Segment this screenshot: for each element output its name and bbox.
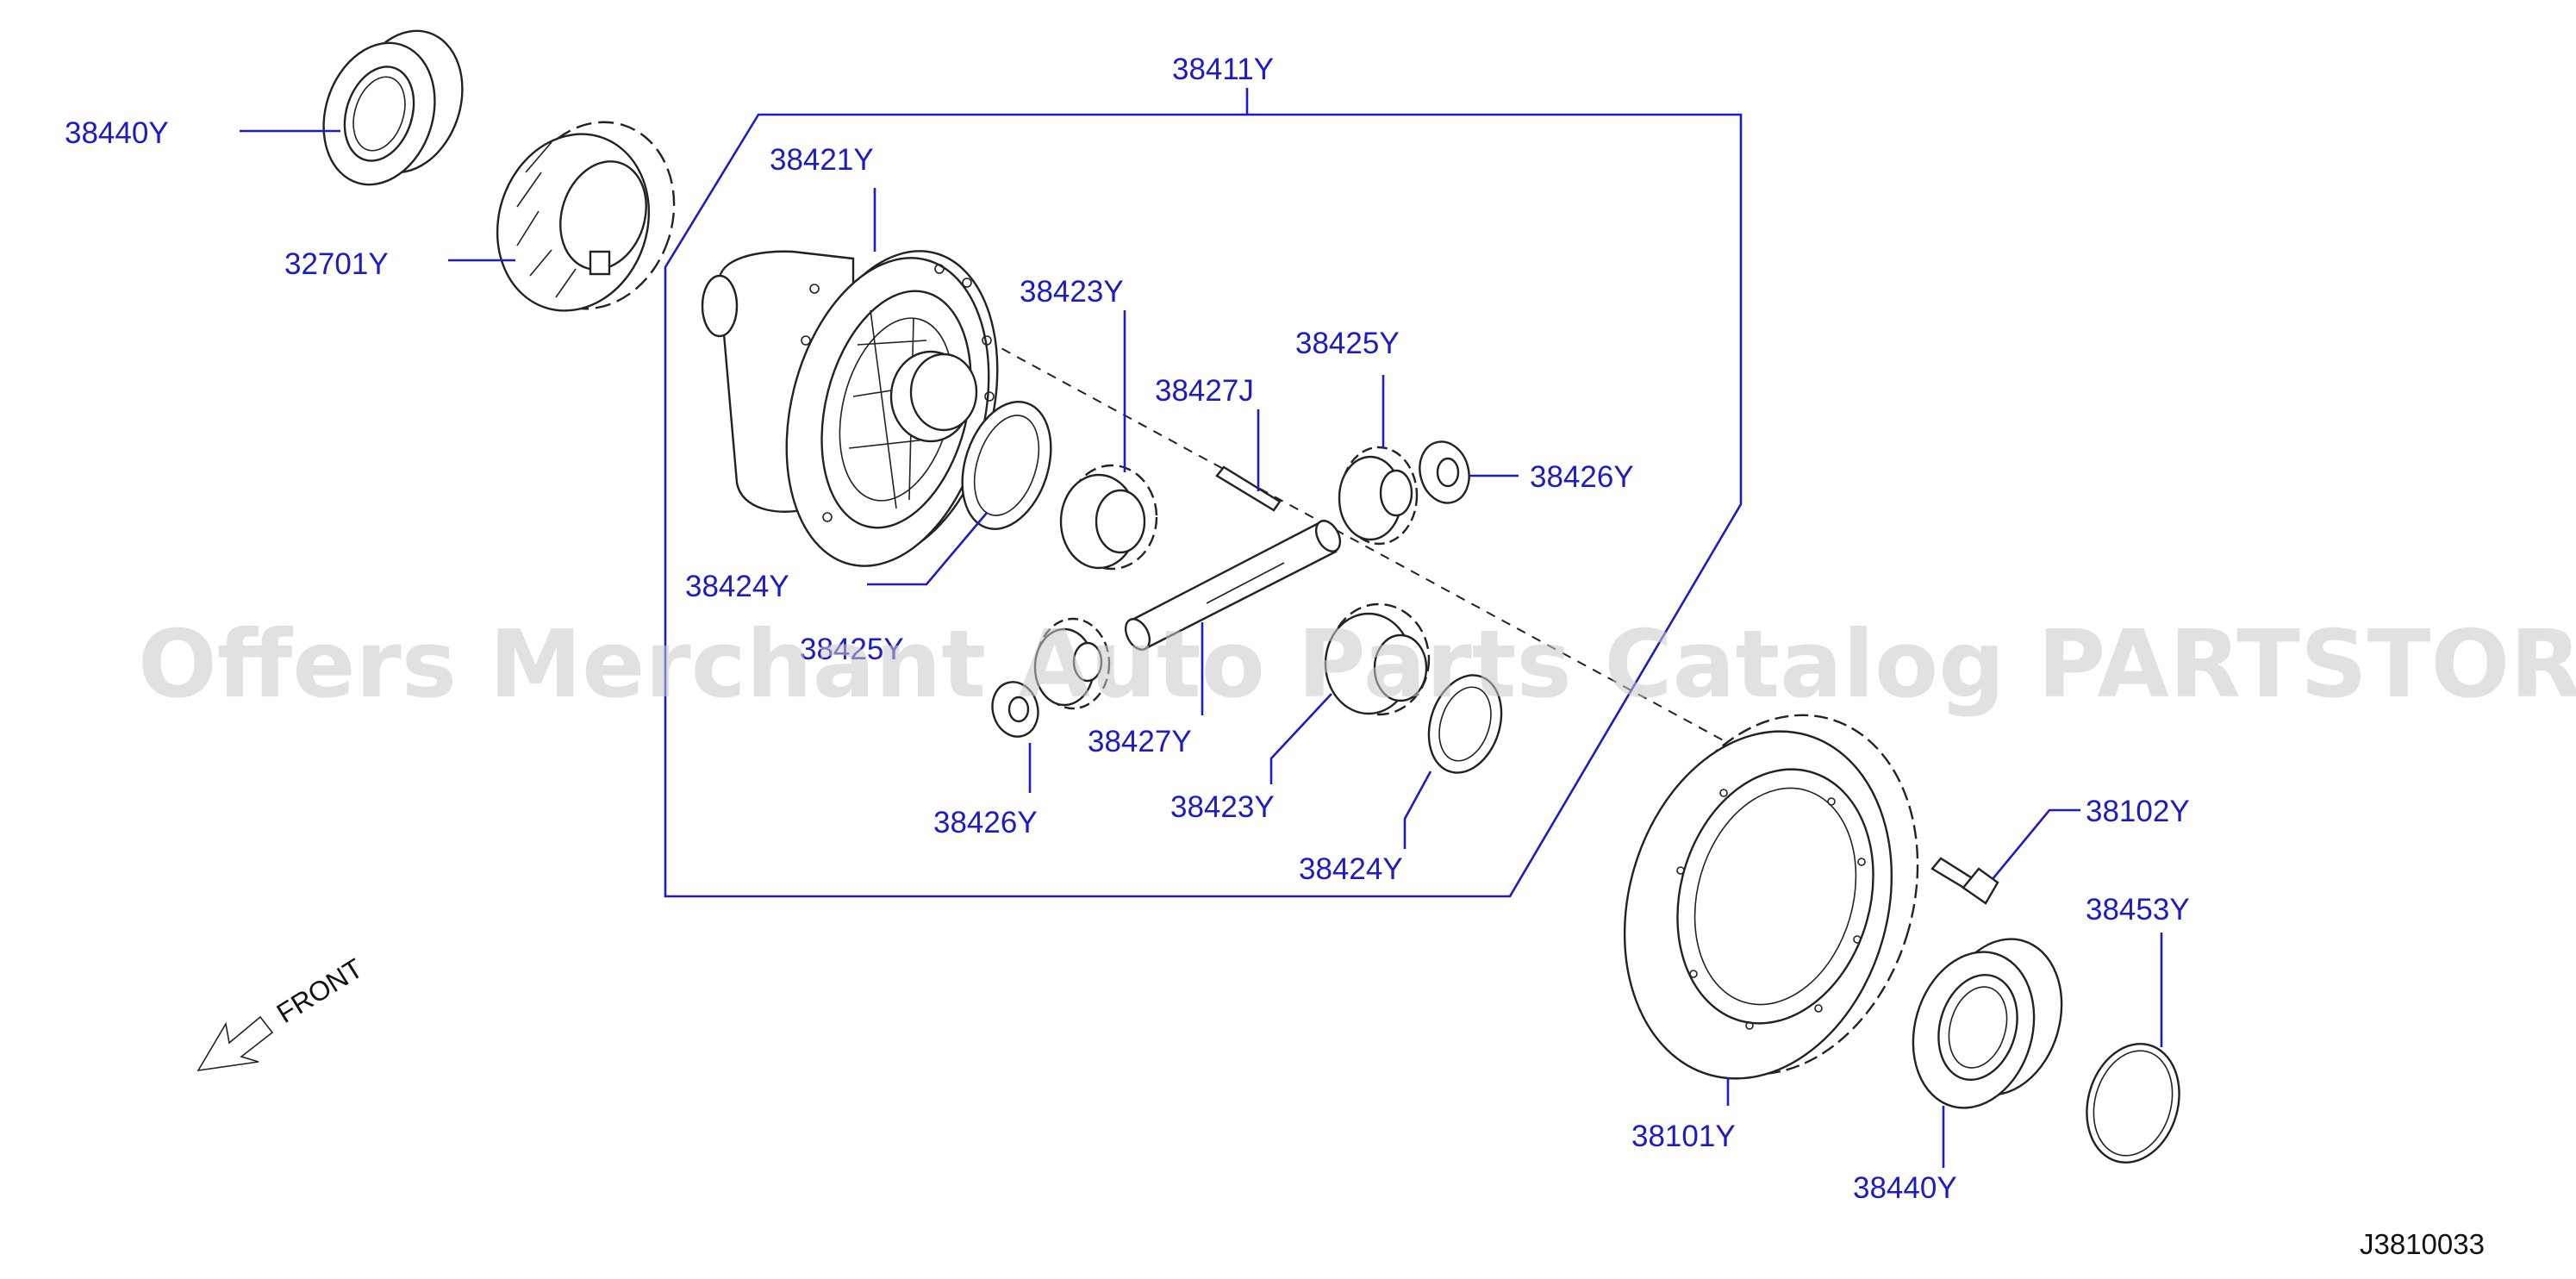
callout-38411Y[interactable]: 38411Y [1172,53,1274,86]
pinion-shaft[interactable] [1120,517,1344,654]
callout-38423Y-top[interactable]: 38423Y [1020,275,1124,309]
callout-38440Y-top[interactable]: 38440Y [65,116,169,150]
assembly-axis [986,340,1789,777]
callout-38425Y-left[interactable]: 38425Y [800,633,904,666]
seal-ring[interactable] [2074,1033,2193,1173]
callout-38453Y[interactable]: 38453Y [2086,893,2190,926]
front-direction-indicator: FRONT [196,952,369,1072]
front-label: FRONT [271,952,369,1029]
callout-38421Y[interactable]: 38421Y [770,143,874,177]
pinion-gear-left[interactable] [1033,617,1111,710]
watermark: Offers Merchant Auto Parts Catalog PARTS… [138,611,2576,719]
callout-38424Y-left[interactable]: 38424Y [685,570,789,603]
final-drive-ring-gear[interactable] [1585,682,1958,1110]
thrust-washer-bottom[interactable] [1417,665,1513,782]
pinion-washer-left[interactable] [987,677,1045,741]
callout-38440Y-bottom[interactable]: 38440Y [1853,1171,1957,1205]
callout-38426Y-right[interactable]: 38426Y [1530,460,1634,494]
ring-gear-bolt[interactable] [1930,857,1999,905]
pinion-gear-top[interactable] [1338,446,1419,546]
thrust-washer-left[interactable] [947,390,1066,540]
callout-38102Y[interactable]: 38102Y [2086,795,2190,828]
callout-38424Y-bottom[interactable]: 38424Y [1299,852,1403,886]
differential-case[interactable] [701,229,1028,587]
callout-32701Y[interactable]: 32701Y [284,247,389,281]
callout-38423Y-bottom[interactable]: 38423Y [1170,790,1275,824]
pinion-washer-right[interactable] [1413,436,1476,508]
group-frame: 38411Y [664,53,1743,898]
callout-38425Y-top[interactable]: 38425Y [1295,327,1400,360]
callout-38427J[interactable]: 38427J [1155,374,1254,408]
callout-38427Y[interactable]: 38427Y [1088,725,1192,758]
side-gear-bottom[interactable] [1324,602,1431,716]
drive-gear-32701[interactable] [475,102,698,331]
bearing-bottom[interactable] [1895,925,2079,1122]
callout-38426Y-left[interactable]: 38426Y [933,806,1038,839]
figure-code: J3810033 [2360,1228,2485,1260]
lock-pin[interactable] [1215,465,1282,512]
bearing-top[interactable] [306,16,480,199]
side-gear-top[interactable] [1059,464,1158,571]
callout-38101Y[interactable]: 38101Y [1631,1120,1736,1153]
